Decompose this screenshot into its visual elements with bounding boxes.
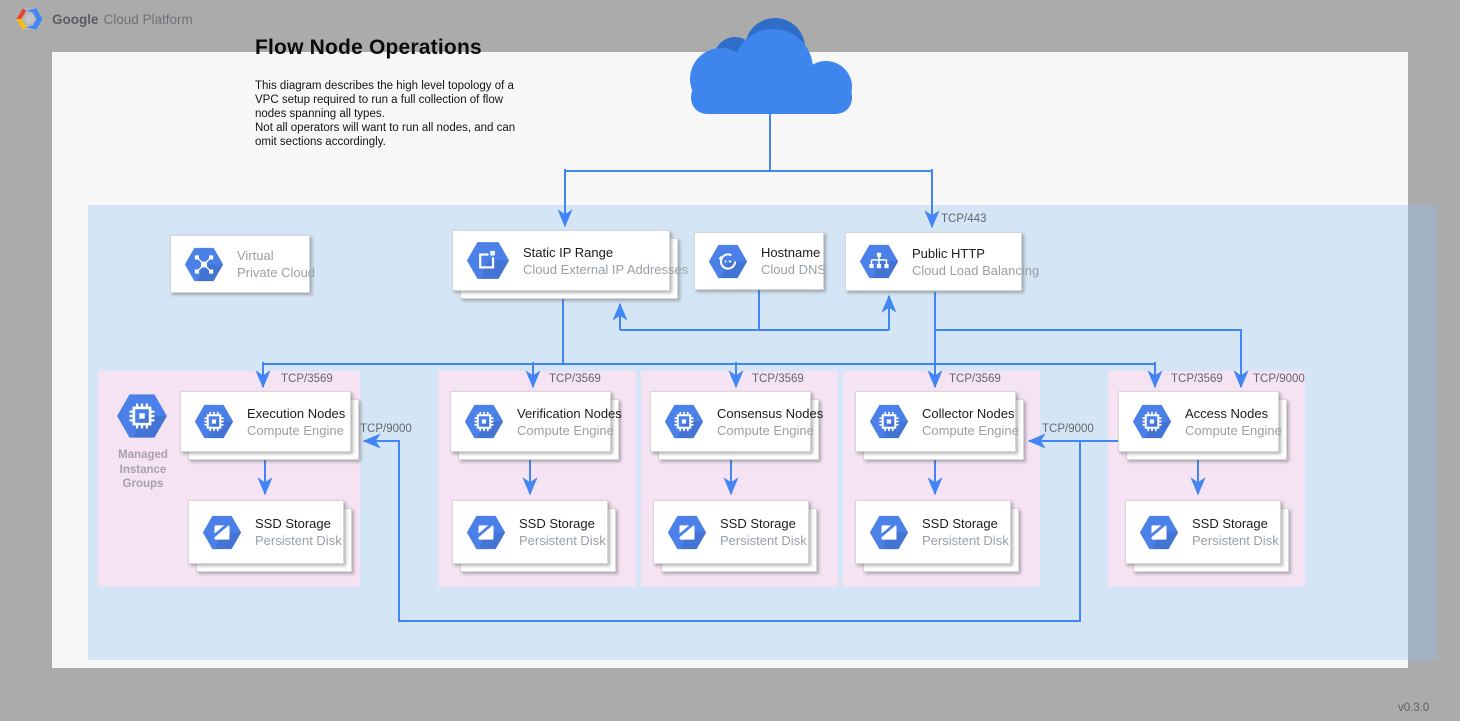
card-title: SSD Storage xyxy=(255,516,331,531)
compute-engine-icon xyxy=(464,404,504,439)
port-label-tcp443: TCP/443 xyxy=(941,213,987,225)
port-label-verification-3569: TCP/3569 xyxy=(549,373,601,385)
card-title: Public HTTP xyxy=(912,245,985,261)
card-subtitle: Compute Engine xyxy=(1185,422,1282,438)
persistent-disk-icon xyxy=(869,515,909,549)
card-title: SSD Storage xyxy=(922,516,998,531)
port-label-execution-3569: TCP/3569 xyxy=(281,373,333,385)
public-http-card: Public HTTP Cloud Load Balancing xyxy=(845,232,1039,291)
card-subtitle: Persistent Disk xyxy=(1192,533,1279,548)
collector-ssd-card: SSD Storage Persistent Disk xyxy=(855,500,1011,564)
persistent-disk-icon xyxy=(1139,515,1179,549)
collector-nodes-card: Collector Nodes Compute Engine xyxy=(855,391,1019,452)
access-nodes-card: Access Nodes Compute Engine xyxy=(1118,391,1282,452)
card-title: SSD Storage xyxy=(720,516,796,531)
header-brand: Google Cloud Platform xyxy=(16,7,193,31)
hostname-card: Hostname Cloud DNS xyxy=(694,232,827,290)
description-text: This diagram describes the high level to… xyxy=(255,80,516,148)
card-subtitle: Compute Engine xyxy=(717,422,814,438)
card-title: Static IP Range xyxy=(523,244,614,260)
static-ip-range-card: Static IP Range Cloud External IP Addres… xyxy=(452,230,688,291)
card-title: Hostname xyxy=(761,245,821,260)
card-title: SSD Storage xyxy=(519,516,595,531)
card-subtitle: Compute Engine xyxy=(247,422,344,438)
compute-engine-icon xyxy=(664,404,704,439)
card-subtitle: Persistent Disk xyxy=(720,533,807,548)
execution-nodes-card: Execution Nodes Compute Engine xyxy=(180,391,351,452)
vpc-icon xyxy=(184,247,224,281)
card-title: Collector Nodes xyxy=(922,405,1015,421)
compute-engine-icon xyxy=(1132,404,1172,439)
port-label-collector-3569: TCP/3569 xyxy=(949,373,1001,385)
port-label-consensus-3569: TCP/3569 xyxy=(752,373,804,385)
consensus-ssd-card: SSD Storage Persistent Disk xyxy=(653,500,809,564)
vpc-card-line1: Virtual xyxy=(237,248,274,263)
card-title: SSD Storage xyxy=(1192,516,1268,531)
card-title: Execution Nodes xyxy=(247,405,346,421)
port-label-execution-9000: TCP/9000 xyxy=(360,423,412,435)
card-subtitle: Cloud DNS xyxy=(761,262,827,277)
access-ssd-card: SSD Storage Persistent Disk xyxy=(1125,500,1281,564)
vpc-card-line2: Private Cloud xyxy=(237,265,316,280)
external-ip-icon xyxy=(466,242,510,279)
card-subtitle: Persistent Disk xyxy=(922,533,1009,548)
page-title: Flow Node Operations xyxy=(255,36,482,59)
compute-engine-icon xyxy=(194,404,234,439)
persistent-disk-icon xyxy=(202,515,242,549)
managed-instance-groups-label: Managed Instance Groups xyxy=(118,449,168,490)
compute-engine-icon xyxy=(869,404,909,439)
card-subtitle: Compute Engine xyxy=(922,422,1019,438)
brand-google: Google xyxy=(52,11,99,27)
managed-instance-groups-icon xyxy=(117,394,167,438)
consensus-nodes-card: Consensus Nodes Compute Engine xyxy=(650,391,823,452)
version-label: v0.3.0 xyxy=(1398,702,1430,714)
card-title: Consensus Nodes xyxy=(717,405,824,421)
persistent-disk-icon xyxy=(667,515,707,549)
persistent-disk-icon xyxy=(466,515,506,549)
cloud-dns-icon xyxy=(708,244,748,278)
port-label-access-3569: TCP/3569 xyxy=(1171,373,1223,385)
card-title: Verification Nodes xyxy=(517,405,622,421)
card-subtitle: Compute Engine xyxy=(517,422,614,438)
card-subtitle: Cloud Load Balancing xyxy=(912,262,1040,278)
verification-ssd-card: SSD Storage Persistent Disk xyxy=(452,500,608,564)
execution-ssd-card: SSD Storage Persistent Disk xyxy=(188,500,344,564)
load-balancing-icon xyxy=(859,244,899,279)
card-subtitle: Cloud External IP Addresses xyxy=(523,261,689,277)
card-title: Access Nodes xyxy=(1185,405,1269,421)
brand-cloud-platform: Cloud Platform xyxy=(103,11,193,27)
port-label-collector-9000: TCP/9000 xyxy=(1042,423,1094,435)
port-label-access-9000: TCP/9000 xyxy=(1253,373,1305,385)
gcp-logo-icon xyxy=(16,8,43,30)
card-subtitle: Persistent Disk xyxy=(255,533,342,548)
verification-nodes-card: Verification Nodes Compute Engine xyxy=(450,391,622,452)
virtual-private-cloud-card: Virtual Private Cloud xyxy=(170,235,315,293)
internet-cloud-icon xyxy=(690,18,852,114)
card-subtitle: Persistent Disk xyxy=(519,533,606,548)
